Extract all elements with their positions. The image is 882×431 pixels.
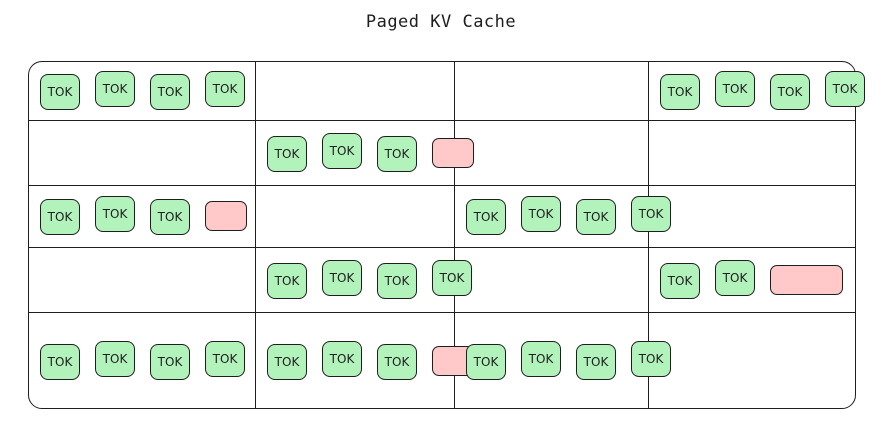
token-slot: TOK [377, 135, 417, 172]
token-slot: TOK [576, 343, 616, 380]
token-slot: TOK [267, 343, 307, 380]
column-divider [255, 61, 256, 409]
token-slot: TOK [715, 259, 755, 296]
token-slot: TOK [466, 199, 506, 235]
token-slot: TOK [205, 340, 245, 377]
token-slot: TOK [377, 262, 417, 299]
token-slot: TOK [432, 259, 472, 296]
row-divider [28, 247, 856, 248]
empty-slot [205, 201, 247, 231]
token-slot: TOK [825, 70, 865, 107]
column-divider [454, 61, 455, 409]
kv-cache-grid: TOK TOK TOK TOK TOK TOK TOK TOK TOK TOK TOK TOK TOK T… [28, 61, 865, 409]
token-slot: TOK [205, 70, 245, 107]
token-slot: TOK [40, 73, 80, 110]
token-slot: TOK [715, 70, 755, 107]
token-slot: TOK [631, 340, 671, 377]
token-slot: TOK [576, 199, 616, 235]
token-slot: TOK [95, 340, 135, 377]
token-slot: TOK [267, 262, 307, 299]
token-slot: TOK [40, 199, 80, 235]
token-slot: TOK [521, 340, 561, 377]
token-slot: TOK [466, 343, 506, 380]
token-slot: TOK [95, 70, 135, 107]
cache-frame [28, 61, 856, 409]
token-slot: TOK [770, 73, 810, 110]
token-slot: TOK [150, 343, 190, 380]
token-slot: TOK [322, 259, 362, 296]
diagram-title: Paged KV Cache [365, 12, 517, 32]
row-divider [28, 312, 856, 313]
empty-slot [432, 137, 474, 168]
row-divider [28, 185, 856, 186]
row-divider [28, 120, 856, 121]
token-slot: TOK [267, 135, 307, 172]
token-slot: TOK [150, 73, 190, 110]
token-slot: TOK [377, 343, 417, 380]
token-slot: TOK [660, 73, 700, 110]
token-slot: TOK [95, 196, 135, 232]
token-slot: TOK [150, 199, 190, 235]
token-slot: TOK [322, 132, 362, 169]
token-slot: TOK [660, 262, 700, 299]
token-slot: TOK [631, 196, 671, 232]
column-divider [648, 61, 649, 409]
token-slot: TOK [322, 340, 362, 377]
token-slot: TOK [40, 343, 80, 380]
token-slot: TOK [521, 196, 561, 232]
empty-slot [770, 264, 843, 295]
